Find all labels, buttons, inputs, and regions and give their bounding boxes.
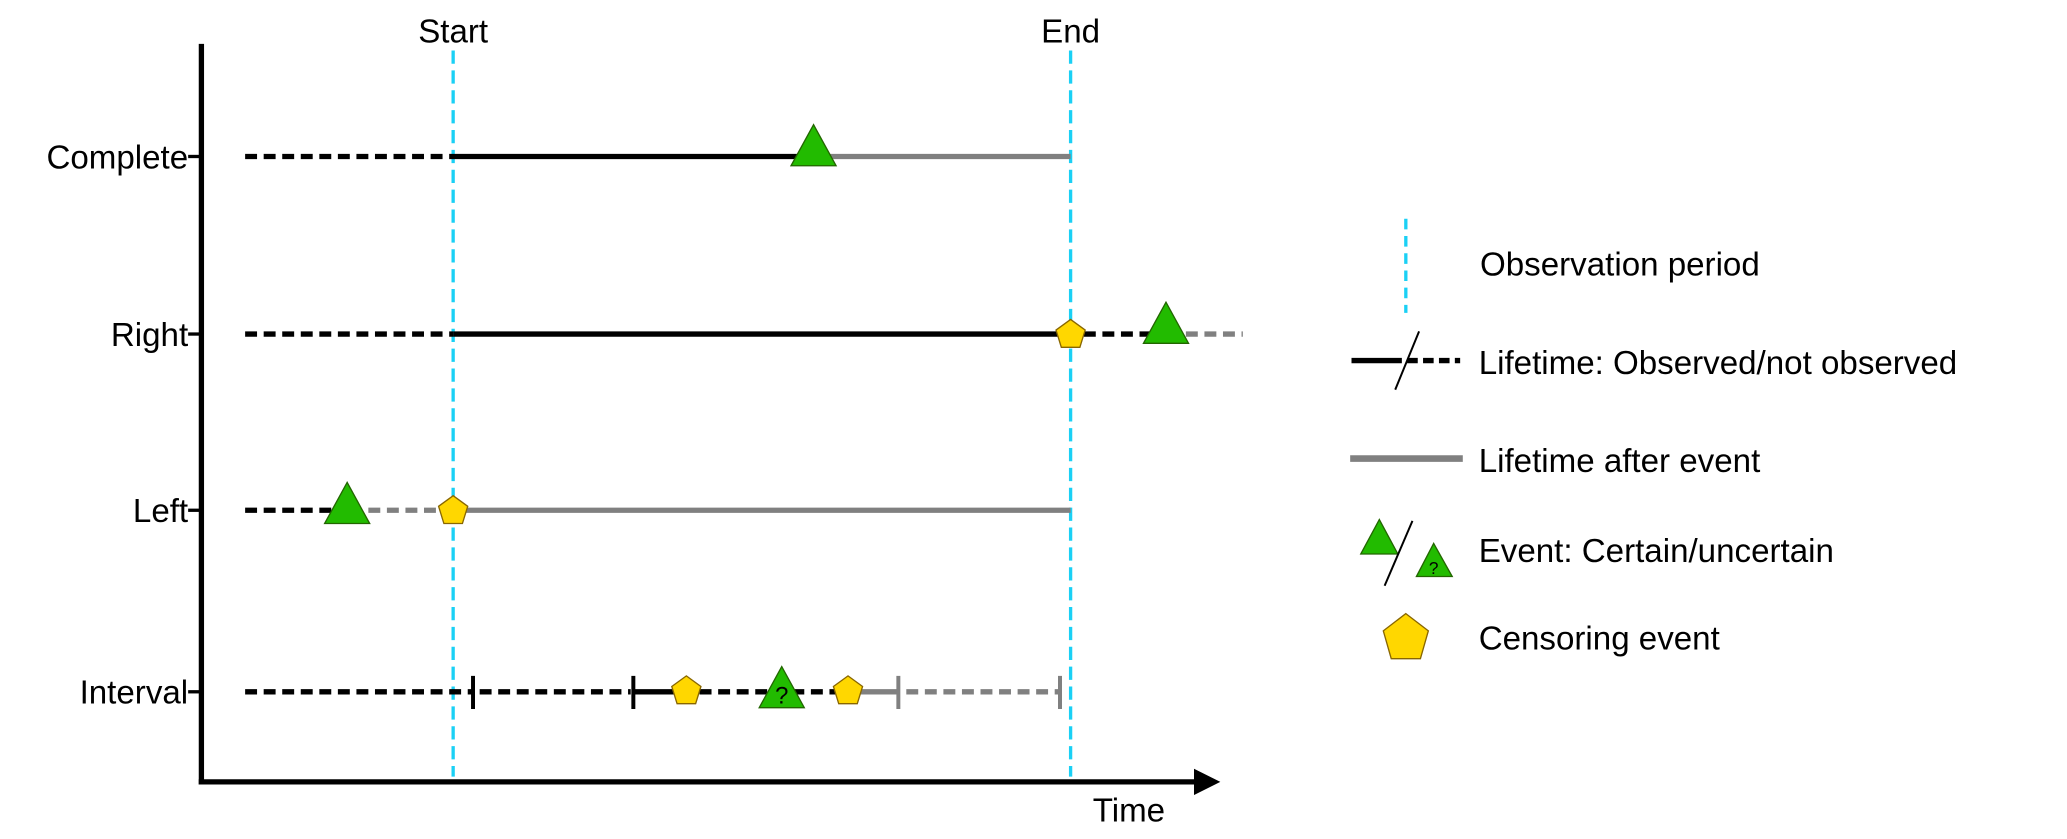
row-label-complete: Complete xyxy=(46,139,188,176)
row-right xyxy=(245,300,1243,348)
censor-pentagon xyxy=(1055,318,1086,348)
event-legend-icon: ? xyxy=(1359,518,1454,587)
start-label: Start xyxy=(418,14,488,51)
legend-label-event: Event: Certain/uncertain xyxy=(1479,533,1834,570)
row-interval: ? xyxy=(245,665,1062,710)
x-axis-label: Time xyxy=(1093,793,1165,830)
legend-label-lifetime: Lifetime: Observed/not observed xyxy=(1479,345,1958,382)
censor-legend-icon xyxy=(1382,612,1430,660)
row-label-right: Right xyxy=(111,317,188,354)
event-triangle xyxy=(1142,300,1190,344)
row-label-left: Left xyxy=(133,493,188,530)
legend: Observation period Lifetime: Observed/no… xyxy=(1350,218,1958,660)
row-ticks xyxy=(188,154,202,694)
event-triangle xyxy=(789,123,838,167)
uncertain-event-triangle xyxy=(758,665,806,709)
censor-pentagon xyxy=(437,494,469,525)
legend-label-observation: Observation period xyxy=(1480,247,1760,284)
lifetime-legend-icon xyxy=(1351,331,1461,391)
uncertain-mark: ? xyxy=(775,683,788,710)
event-triangle xyxy=(323,481,371,525)
legend-label-after-event: Lifetime after event xyxy=(1479,443,1761,480)
row-left xyxy=(245,481,1071,525)
end-label: End xyxy=(1041,14,1100,51)
censor-pentagon xyxy=(671,675,702,705)
row-label-interval: Interval xyxy=(80,675,189,712)
censor-pentagon xyxy=(832,675,864,705)
legend-label-censoring: Censoring event xyxy=(1479,620,1720,657)
row-complete xyxy=(245,123,1071,167)
svg-text:?: ? xyxy=(1429,558,1439,578)
